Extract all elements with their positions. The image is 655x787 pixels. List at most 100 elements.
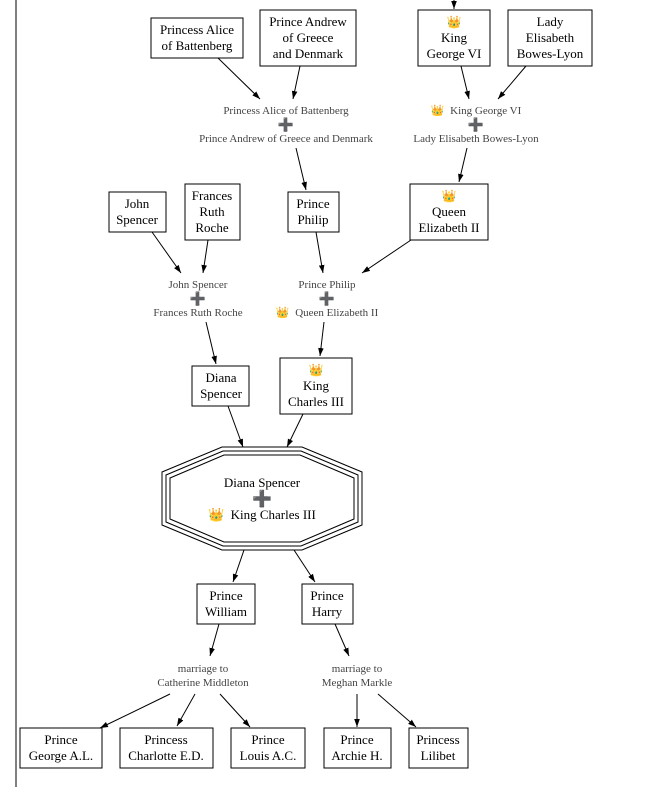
person-lady-elisabeth: Lady Elisabeth Bowes-Lyon [507, 9, 593, 67]
person-frances-roche-line-3: Roche [195, 220, 228, 235]
crown-icon: 👑 [447, 15, 462, 29]
marriage-label-line-1: marriage to [178, 663, 229, 675]
person-prince-william-line-1: Prince [209, 588, 242, 603]
edge-andrew-union [291, 65, 301, 100]
person-prince-george: Prince George A.L. [19, 727, 103, 769]
marriage-label-line-2: Meghan Markle [322, 677, 393, 689]
crown-icon: 👑 [208, 507, 224, 523]
edge-philip-union [315, 231, 325, 274]
person-diana-spencer-line-2: Spencer [200, 386, 243, 401]
person-prince-louis-line-2: Louis A.C. [240, 748, 297, 763]
person-prince-harry-line-1: Prince [310, 588, 343, 603]
edge-union-diana [205, 321, 217, 365]
plus-icon: ➕ [252, 489, 272, 508]
edge-elisabeth-union [497, 65, 527, 100]
person-diana-spencer: Diana Spencer [191, 365, 250, 407]
edge-frances-union [201, 239, 209, 274]
person-queen-elizabeth-ii-line-2: Elizabeth II [419, 220, 480, 235]
person-lady-elisabeth-line-2: Elisabeth [526, 30, 575, 45]
person-king-charles-iii-line-2: Charles III [288, 394, 344, 409]
person-king-charles-iii-line-1: King [303, 378, 330, 393]
marriage-label-line-1: marriage to [332, 663, 383, 675]
person-prince-harry: Prince Harry [301, 583, 354, 625]
edge-diana-central [227, 405, 244, 448]
person-princess-lilibet-line-1: Princess [416, 732, 459, 747]
crown-icon: 👑 [442, 189, 457, 203]
plus-icon: ➕ [278, 117, 294, 133]
edge-marriage-louis [219, 693, 251, 728]
plus-icon: ➕ [468, 117, 484, 133]
person-prince-andrew-line-1: Prince Andrew [269, 14, 347, 29]
edge-charles-central [286, 413, 304, 448]
edges-layer [99, 0, 527, 729]
crown-icon: 👑 [431, 104, 445, 117]
union-top-label: Princess Alice of Battenberg [223, 105, 349, 117]
union-bottom-label: 👑 King Charles III [208, 507, 316, 523]
union-top-label: John Spencer [169, 279, 228, 291]
union-bottom-label: Lady Elisabeth Bowes-Lyon [413, 133, 539, 145]
person-prince-philip-line-2: Philip [297, 212, 328, 227]
person-prince-george-line-1: Prince [44, 732, 77, 747]
person-prince-george-line-2: George A.L. [29, 748, 93, 763]
person-king-george-vi-line-1: King [441, 30, 468, 45]
union-george6-elisabeth: 👑 King George VI ➕ Lady Elisabeth Bowes-… [413, 104, 539, 145]
person-princess-charlotte: Princess Charlotte E.D. [119, 727, 214, 769]
person-queen-elizabeth-ii-line-1: Queen [432, 204, 466, 219]
person-princess-lilibet-line-2: Lilibet [421, 748, 456, 763]
person-prince-archie-line-1: Prince [340, 732, 373, 747]
union-diana-charles: Diana Spencer ➕ 👑 King Charles III [161, 446, 363, 551]
person-john-spencer: John Spencer [108, 191, 167, 233]
union-top-label: Diana Spencer [224, 475, 301, 490]
plus-icon: ➕ [190, 291, 206, 307]
person-frances-roche-line-1: Frances [192, 188, 232, 203]
person-lady-elisabeth-line-3: Bowes-Lyon [517, 46, 584, 61]
person-lady-elisabeth-line-1: Lady [537, 14, 564, 29]
crown-icon: 👑 [309, 363, 324, 377]
person-princess-alice-line-2: of Battenberg [162, 38, 233, 53]
union-alice-andrew: Princess Alice of Battenberg ➕ Prince An… [199, 105, 373, 145]
person-prince-philip: Prince Philip [287, 191, 340, 233]
edge-alice-union [217, 57, 261, 100]
person-king-charles-iii: 👑 King Charles III [279, 357, 353, 415]
edge-harry-marriage [334, 623, 350, 657]
person-prince-louis: Prince Louis A.C. [230, 727, 306, 769]
marriage-harry-meghan: marriage to Meghan Markle [322, 663, 393, 689]
edge-marriage-charlotte [176, 693, 196, 727]
person-king-george-vi: 👑 King George VI [417, 9, 491, 67]
person-prince-harry-line-2: Harry [312, 604, 343, 619]
person-prince-william: Prince William [196, 583, 256, 625]
union-top-label: Prince Philip [298, 279, 356, 291]
person-prince-philip-line-1: Prince [296, 196, 329, 211]
person-prince-andrew-line-2: of Greece [283, 30, 334, 45]
marriage-william-catherine: marriage to Catherine Middleton [157, 663, 249, 689]
edge-central-harry [293, 549, 316, 583]
edge-union-elizabeth2 [458, 147, 468, 183]
plus-icon: ➕ [319, 291, 335, 307]
person-john-spencer-line-2: Spencer [116, 212, 159, 227]
crown-icon: 👑 [276, 306, 290, 319]
person-prince-andrew: Prince Andrew of Greece and Denmark [259, 9, 357, 67]
edge-william-marriage [209, 623, 220, 657]
person-prince-archie: Prince Archie H. [323, 727, 392, 769]
person-prince-william-line-2: William [205, 604, 247, 619]
person-prince-louis-line-1: Prince [251, 732, 284, 747]
marriage-label-line-2: Catherine Middleton [157, 677, 249, 689]
union-john-frances: John Spencer ➕ Frances Ruth Roche [153, 279, 242, 319]
person-prince-archie-line-2: Archie H. [331, 748, 382, 763]
edge-marriage-george [99, 693, 171, 729]
person-princess-charlotte-line-2: Charlotte E.D. [128, 748, 203, 763]
edge-george6-union [460, 65, 470, 100]
person-princess-alice-line-1: Princess Alice [160, 22, 234, 37]
union-top-label: 👑 King George VI [431, 104, 522, 117]
edge-john-union [151, 231, 182, 274]
union-bottom-label: Prince Andrew of Greece and Denmark [199, 133, 373, 145]
edge-union-charles [318, 321, 325, 357]
person-diana-spencer-line-1: Diana [205, 370, 236, 385]
person-prince-andrew-line-3: and Denmark [273, 46, 344, 61]
person-john-spencer-line-1: John [125, 196, 150, 211]
person-queen-elizabeth-ii: 👑 Queen Elizabeth II [409, 183, 489, 241]
person-princess-lilibet: Princess Lilibet [408, 727, 469, 769]
union-bottom-label: 👑 Queen Elizabeth II [276, 306, 379, 319]
person-frances-roche-line-2: Ruth [199, 204, 225, 219]
